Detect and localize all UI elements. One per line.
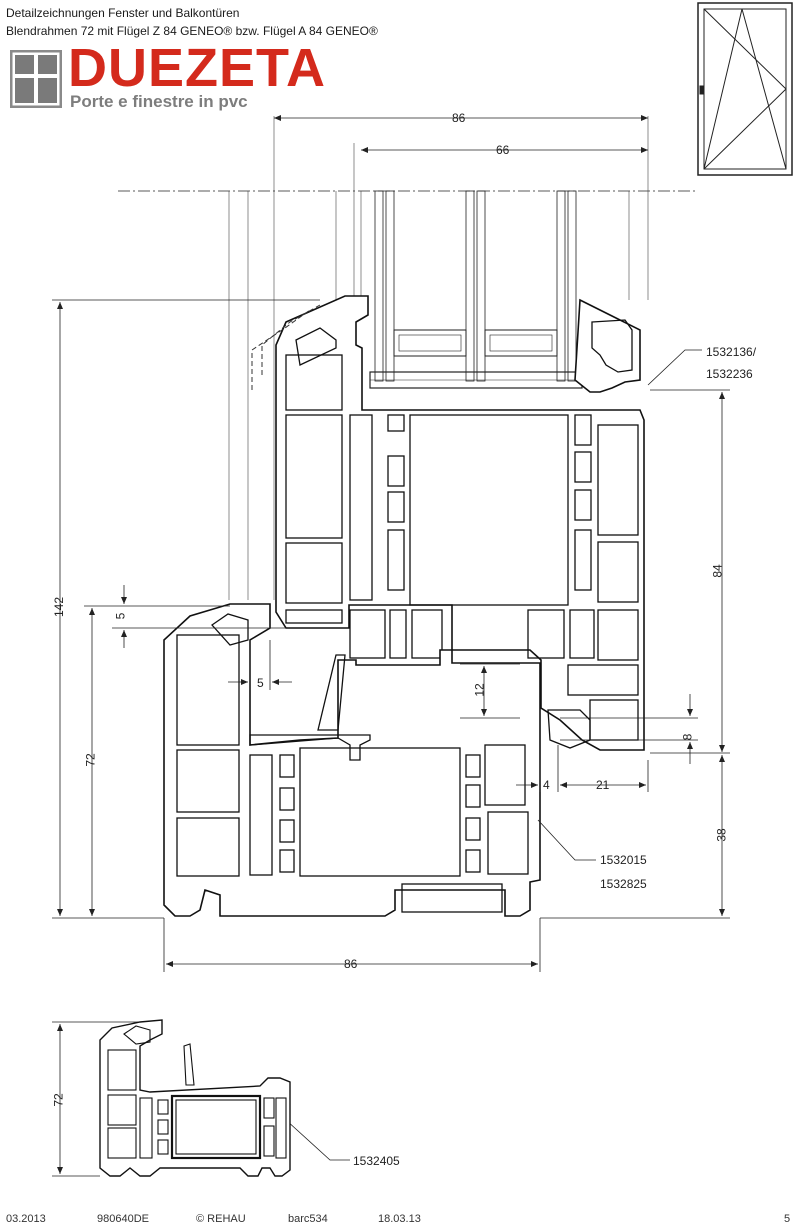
- footer-date: 03.2013: [6, 1213, 46, 1225]
- glazing-unit: [369, 190, 583, 389]
- part-number-reinforcement-a: 1532015: [600, 853, 647, 867]
- footer-copyright: © REHAU: [196, 1213, 246, 1225]
- brand-name: DUEZETA: [68, 38, 326, 98]
- brand-tagline: Porte e finestre in pvc: [70, 92, 248, 111]
- title-line-2: Blendrahmen 72 mit Flügel Z 84 GENEO® bz…: [6, 24, 378, 38]
- footer-doc-number: 980640DE: [97, 1213, 149, 1225]
- dim-small-section-height: 72: [51, 1093, 66, 1107]
- sash-chambers: [285, 319, 639, 741]
- dim-8: 8: [680, 733, 695, 741]
- part-number-gasket-b: 1532236: [706, 367, 753, 381]
- part-number-gasket-a: 1532136/: [706, 345, 757, 359]
- dim-sash-height: 84: [710, 564, 725, 578]
- dim-total-height: 142: [52, 596, 67, 618]
- footer-revision: 18.03.13: [378, 1213, 421, 1225]
- dim-21: 21: [596, 778, 610, 792]
- dim-bottom-width: 86: [344, 957, 358, 971]
- title-line-1: Detailzeichnungen Fenster und Balkontüre…: [6, 6, 240, 20]
- part-number-small-section: 1532405: [353, 1154, 400, 1168]
- part-number-reinforcement-b: 1532825: [600, 877, 647, 891]
- small-section-drawing: [52, 1019, 291, 1177]
- window-logo-icon: [10, 50, 62, 108]
- footer-code: barc534: [288, 1213, 328, 1225]
- dim-38: 38: [714, 828, 729, 842]
- dim-frame-height: 72: [83, 753, 98, 767]
- window-elevation-icon: [697, 2, 793, 176]
- footer-page-number: 5: [784, 1213, 791, 1225]
- dim-offset-vertical: 5: [113, 612, 128, 620]
- dim-12: 12: [472, 683, 487, 697]
- dim-4: 4: [543, 778, 550, 792]
- dimension-lines: [52, 115, 730, 1161]
- frame-chambers: [176, 613, 591, 913]
- dim-offset-horizontal: 5: [257, 676, 264, 690]
- dim-glass-width: 66: [496, 143, 510, 157]
- dim-top-width: 86: [452, 111, 466, 125]
- sash-profile: [275, 295, 645, 751]
